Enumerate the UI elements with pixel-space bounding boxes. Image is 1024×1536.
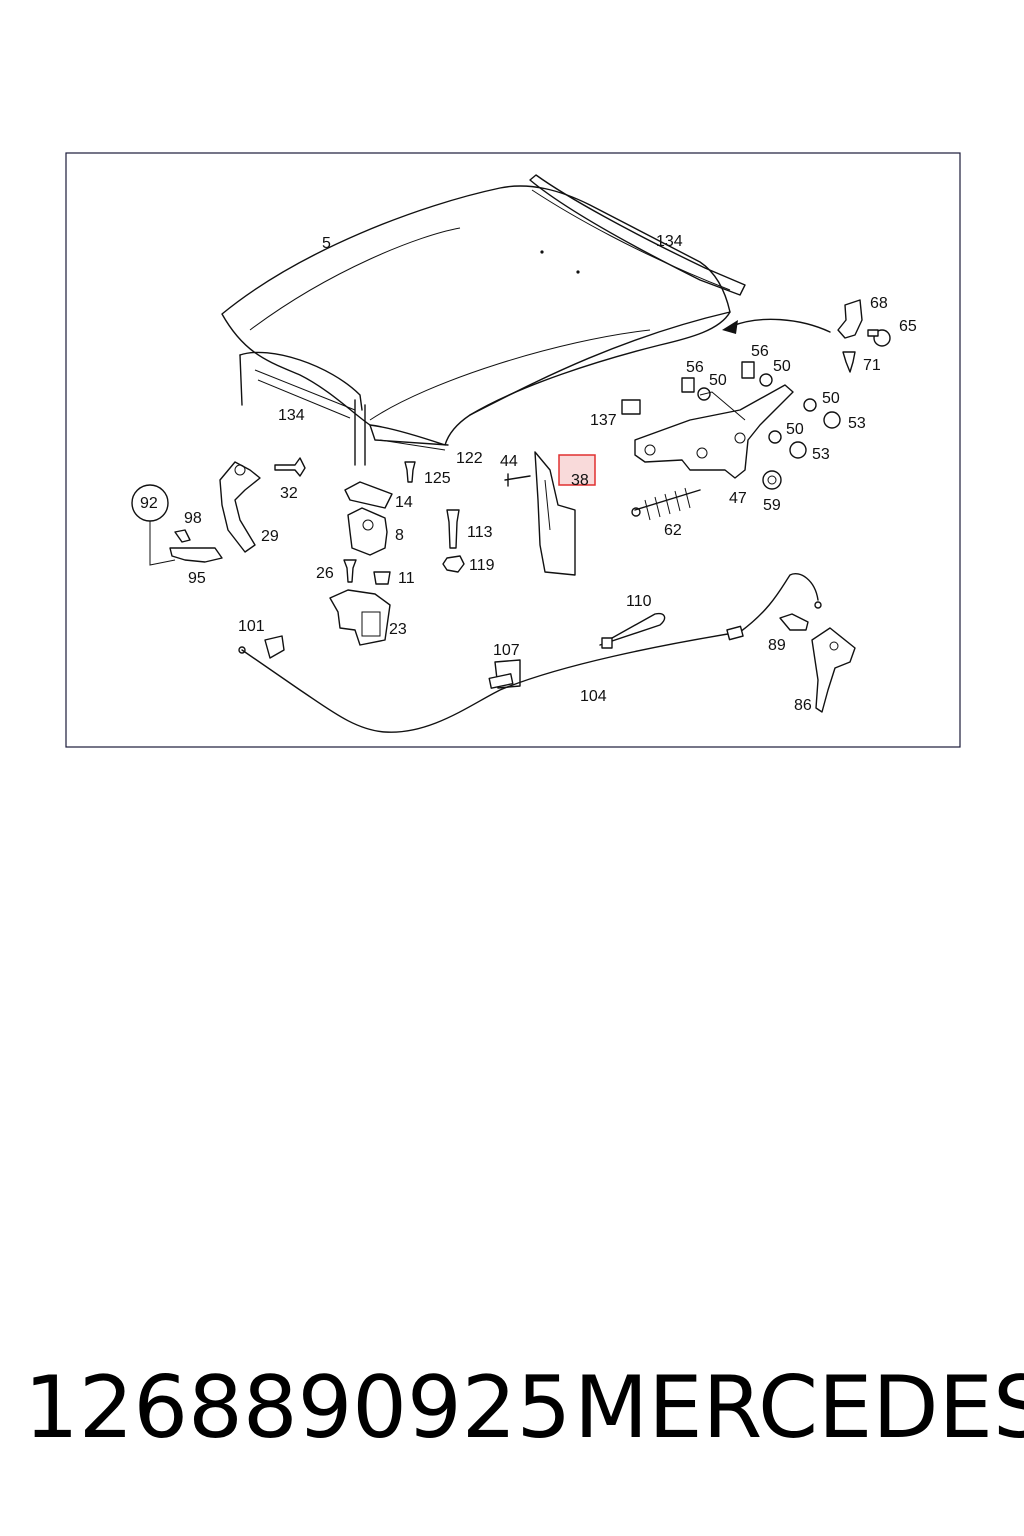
- callout-125: 125: [424, 470, 451, 487]
- callout-50: 50: [773, 358, 791, 375]
- callout-137: 137: [590, 412, 617, 429]
- part-number-caption: 1268890925: [24, 1358, 572, 1458]
- bolt-32-part: [274, 457, 306, 477]
- clip-137-part: [621, 399, 641, 415]
- callout-47: 47: [729, 490, 747, 507]
- callout-122: 122: [456, 450, 483, 467]
- brand-caption: MERCEDES: [574, 1358, 1024, 1458]
- diagram-frame: [65, 152, 961, 748]
- cable-104-part: [238, 573, 822, 733]
- callout-32: 32: [280, 485, 298, 502]
- callout-107: 107: [493, 642, 520, 659]
- seal-strip-top-part: [529, 174, 746, 296]
- callout-56: 56: [686, 359, 704, 376]
- callout-119: 119: [469, 557, 495, 574]
- callout-86: 86: [794, 697, 812, 714]
- callout-44: 44: [500, 453, 518, 470]
- callout-53: 53: [812, 446, 830, 463]
- fastener-bracket-part: [837, 299, 891, 373]
- callout-134: 134: [278, 407, 305, 424]
- cover-panel-part: [534, 451, 576, 576]
- callout-14: 14: [395, 494, 413, 511]
- callout-29: 29: [261, 528, 279, 545]
- callout-59: 59: [763, 497, 781, 514]
- highlight-box-38: [558, 454, 596, 486]
- callout-104: 104: [580, 688, 607, 705]
- bolt-113-part: [446, 509, 460, 549]
- bolt-125-part: [404, 461, 416, 483]
- callout-95: 95: [188, 570, 206, 587]
- callout-23: 23: [389, 621, 407, 638]
- screw-11-part: [373, 571, 391, 585]
- latch-29-part: [219, 461, 261, 553]
- nut-119-part: [442, 555, 465, 573]
- hinge-part: [634, 384, 794, 479]
- callout-50: 50: [709, 372, 727, 389]
- bolt-44-part: [504, 473, 531, 487]
- callout-62: 62: [664, 522, 682, 539]
- callout-113: 113: [467, 524, 493, 541]
- callout-71: 71: [863, 357, 881, 374]
- lock-23-part: [329, 589, 391, 646]
- spring-part: [631, 487, 701, 521]
- hood-part: [221, 185, 731, 466]
- callout-50: 50: [786, 421, 804, 438]
- callout-68: 68: [870, 295, 888, 312]
- callout-11: 11: [398, 570, 415, 587]
- callout-101: 101: [238, 618, 265, 635]
- callout-38: 38: [571, 472, 589, 489]
- callout-26: 26: [316, 565, 334, 582]
- gasket-14-part: [344, 481, 393, 509]
- screw-26-part: [343, 559, 357, 583]
- callout-56: 56: [751, 343, 769, 360]
- clip-101-part: [264, 635, 285, 659]
- callout-50: 50: [822, 390, 840, 407]
- release-handle-86-part: [811, 627, 856, 713]
- callout-92: 92: [140, 495, 158, 512]
- callout-53: 53: [848, 415, 866, 432]
- callout-8: 8: [395, 527, 404, 544]
- lock-8-part: [347, 507, 388, 556]
- callout-110: 110: [626, 593, 652, 610]
- callout-134: 134: [656, 233, 683, 250]
- arrow-indicator: [722, 318, 831, 334]
- screw-89-part: [779, 613, 809, 631]
- cable-tie-110-part: [599, 612, 666, 649]
- callout-5: 5: [322, 235, 331, 252]
- callout-65: 65: [899, 318, 917, 335]
- callout-98: 98: [184, 510, 202, 527]
- bracket-95-part: [169, 529, 223, 563]
- callout-89: 89: [768, 637, 786, 654]
